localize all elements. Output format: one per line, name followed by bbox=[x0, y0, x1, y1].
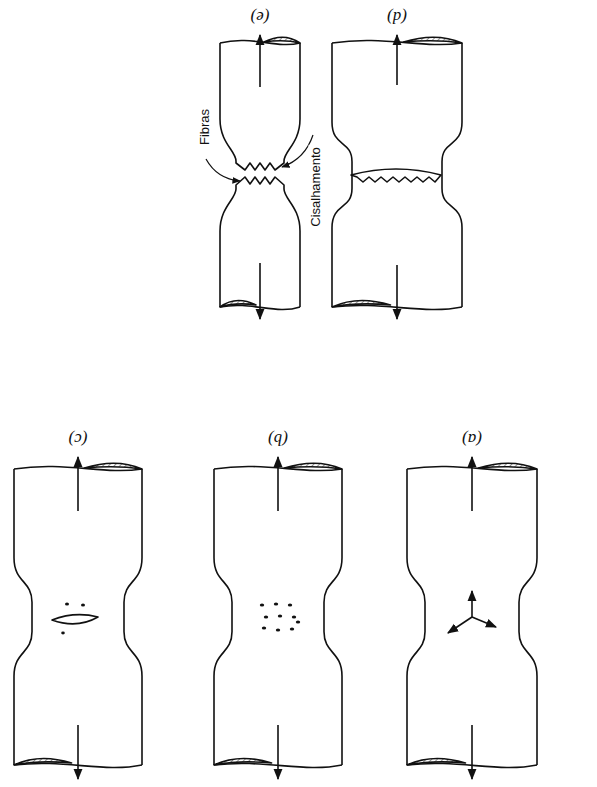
void-crack bbox=[52, 615, 98, 624]
load-arrow bbox=[259, 263, 261, 319]
end-shading bbox=[264, 37, 300, 43]
void-dot bbox=[288, 603, 292, 606]
void-dot bbox=[274, 602, 278, 605]
void-dot bbox=[260, 603, 264, 606]
specimen-outline bbox=[332, 43, 352, 307]
end-shading bbox=[284, 463, 342, 469]
end-shading bbox=[214, 758, 272, 765]
void-dot bbox=[65, 603, 69, 606]
void-dot bbox=[81, 604, 85, 607]
specimen-outline bbox=[14, 469, 32, 765]
load-arrow bbox=[471, 725, 473, 779]
load-arrow bbox=[396, 35, 398, 85]
figure-label: (e) bbox=[251, 9, 270, 26]
void-dot bbox=[290, 627, 294, 630]
callout-label: Cisalhamento bbox=[309, 145, 322, 229]
leader-line bbox=[206, 159, 240, 181]
stress-arrow bbox=[471, 591, 473, 617]
figure-label: (b) bbox=[268, 431, 288, 448]
load-arrow bbox=[77, 725, 79, 779]
load-arrow bbox=[277, 725, 279, 779]
specimen-outline bbox=[519, 469, 537, 765]
specimen-outline bbox=[214, 469, 232, 765]
load-arrow bbox=[471, 457, 473, 511]
load-arrow bbox=[277, 457, 279, 511]
end-shading bbox=[220, 300, 256, 307]
load-arrow bbox=[259, 35, 261, 87]
specimen-outline bbox=[442, 43, 462, 307]
end-shading bbox=[404, 37, 463, 43]
specimen-outline bbox=[324, 469, 342, 765]
void-dot bbox=[61, 632, 65, 635]
specimen-outline bbox=[407, 469, 425, 765]
end-shading bbox=[479, 463, 538, 469]
figure-label: (c) bbox=[69, 431, 88, 448]
figure-label: (d) bbox=[387, 9, 407, 26]
end-shading bbox=[14, 758, 72, 765]
callout-label: Fibras bbox=[198, 107, 211, 147]
figure-label: (a) bbox=[462, 431, 482, 448]
void-dot bbox=[292, 615, 296, 618]
void-dot bbox=[296, 620, 300, 623]
load-arrow bbox=[77, 457, 79, 511]
end-shading bbox=[407, 758, 466, 765]
load-arrow bbox=[396, 265, 398, 319]
central-crack bbox=[351, 169, 441, 182]
stress-arrow bbox=[472, 617, 496, 627]
end-shading bbox=[84, 463, 142, 469]
void-dot bbox=[278, 614, 282, 617]
void-dot bbox=[264, 615, 268, 618]
end-shading bbox=[332, 300, 391, 307]
specimen-outline bbox=[124, 469, 142, 765]
stress-arrow bbox=[448, 617, 472, 633]
void-dot bbox=[262, 626, 266, 629]
void-dot bbox=[276, 628, 280, 631]
